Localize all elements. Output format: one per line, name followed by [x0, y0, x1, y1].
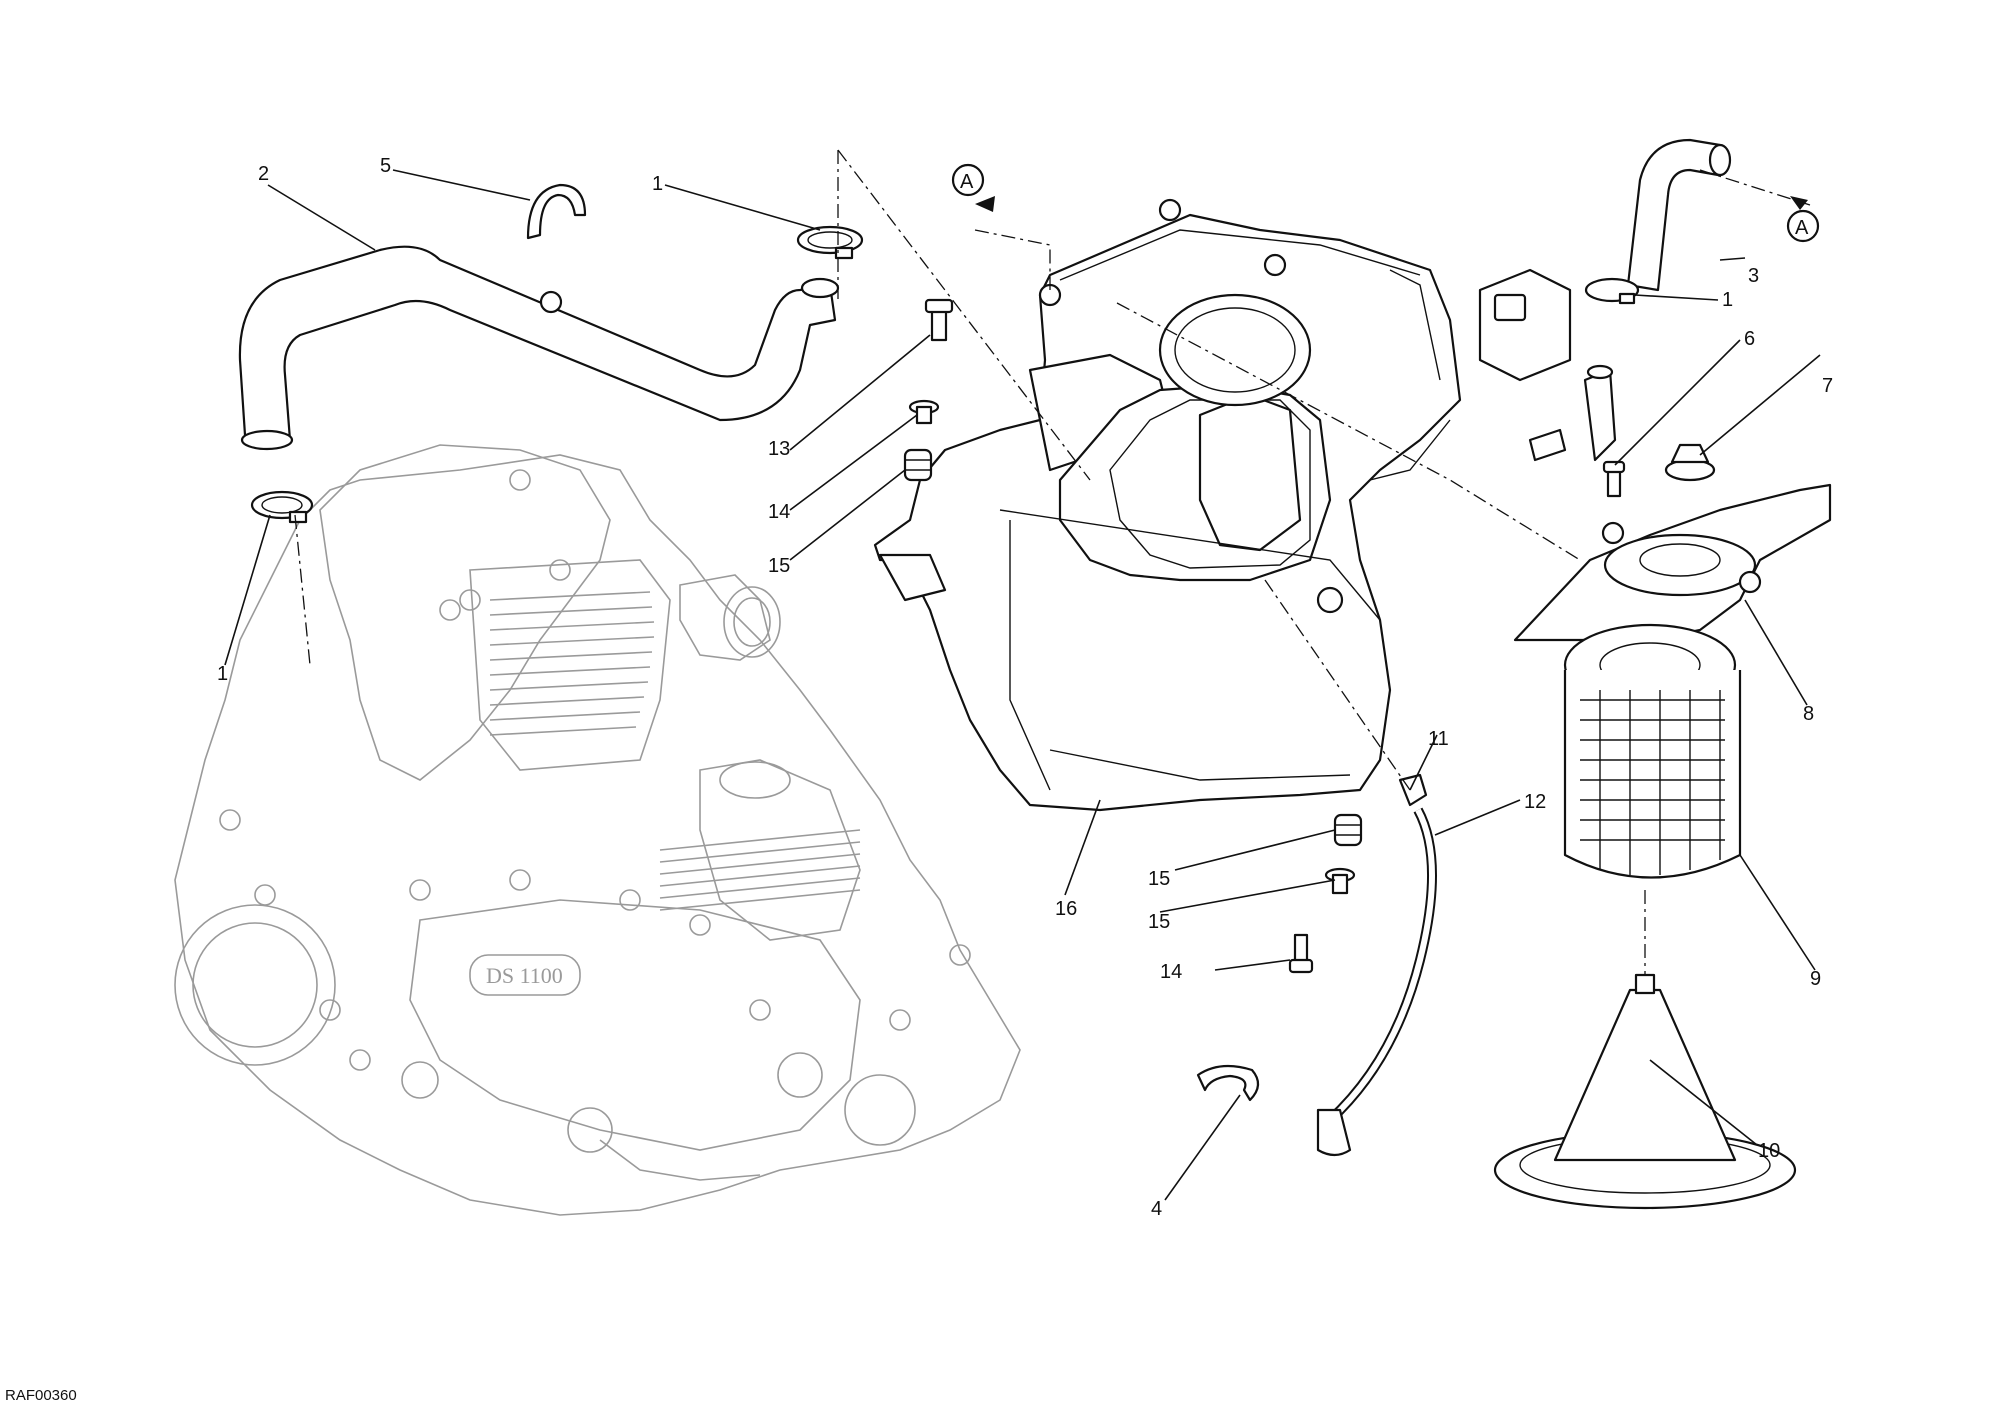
- drain-hose-12: [1316, 807, 1437, 1157]
- callout-12: 12: [1524, 791, 1546, 813]
- callout-9: 9: [1810, 968, 1821, 990]
- clip-4: [1196, 1064, 1260, 1102]
- grommet-15b: [1333, 813, 1363, 847]
- callout-14: 15: [1148, 911, 1170, 933]
- callout-13: 13: [768, 438, 790, 460]
- filter-support-10: [1493, 973, 1797, 1210]
- callout-1: 1: [1722, 289, 1733, 311]
- reference-marker-a-right: A: [1786, 196, 1820, 243]
- hose-2: [238, 245, 840, 451]
- callout-1: 1: [217, 663, 228, 685]
- grommet-15a: [903, 448, 933, 482]
- callout-10: 10: [1758, 1140, 1780, 1162]
- hose-clamp-1a: [250, 490, 314, 524]
- breather-valve: [1478, 268, 1617, 462]
- reference-marker-label: A: [1795, 217, 1809, 239]
- bolt-6: [1602, 460, 1626, 498]
- assembly-lines: [294, 149, 1811, 975]
- spring-clip-5: [526, 183, 587, 240]
- callout-16: 16: [1055, 898, 1077, 920]
- engine-illustration: DS 1100: [174, 444, 1021, 1216]
- callout-4: 4: [1151, 1198, 1162, 1220]
- callout-15: 15: [1148, 868, 1170, 890]
- leader-lines: [224, 169, 1821, 1201]
- callout-labels: 2 5 1 1 13 14 15 16 3 1 6 7 8 9 10 11 12…: [217, 155, 1833, 1220]
- callout-8: 8: [1803, 703, 1814, 725]
- callout-6: 6: [1744, 328, 1755, 350]
- spacer-14a: [908, 399, 940, 425]
- reference-marker-label: A: [960, 171, 974, 193]
- callout-3: 3: [1748, 265, 1759, 287]
- filter-cover-8: [1513, 483, 1832, 642]
- callout-5: 5: [380, 155, 391, 177]
- drawing-code: RAF00360: [5, 1387, 77, 1404]
- callout-7: 7: [1822, 375, 1833, 397]
- air-filter-9: [1563, 623, 1742, 879]
- callout-1: 1: [652, 173, 663, 195]
- bolt-13b: [1288, 933, 1314, 974]
- airbox-housing: [873, 198, 1462, 812]
- clip-11: [1398, 773, 1428, 807]
- breather-hose-3: [1626, 138, 1732, 292]
- bolt-13a: [924, 298, 954, 342]
- reference-marker-a-left: A: [951, 163, 995, 212]
- callout-15: 15: [768, 555, 790, 577]
- hose-clamp-1b: [796, 225, 864, 260]
- callout-2: 2: [258, 163, 269, 185]
- callout-11: 11: [1428, 728, 1449, 750]
- callout-14: 14: [768, 501, 790, 523]
- cap-7: [1664, 443, 1716, 482]
- callout-13: 14: [1160, 961, 1182, 983]
- hose-clamp-1c: [1584, 277, 1640, 305]
- spacer-14b: [1324, 867, 1356, 895]
- engine-badge: DS 1100: [486, 963, 563, 988]
